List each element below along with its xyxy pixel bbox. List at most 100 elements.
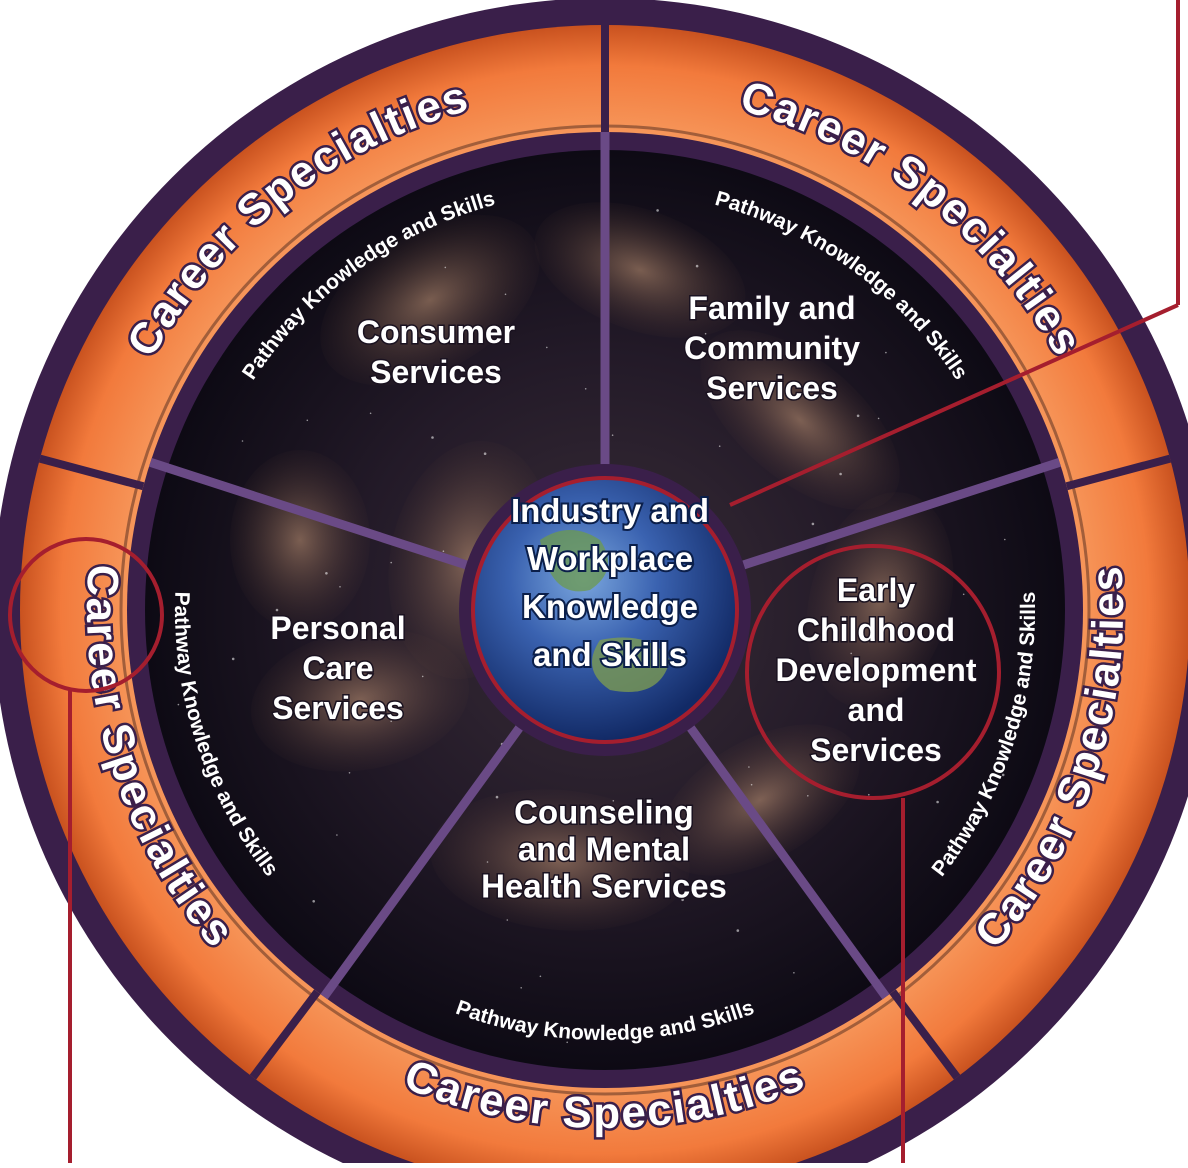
star-dot	[306, 419, 309, 422]
center-label-line: Industry and	[511, 492, 709, 529]
callout-lines	[8, 0, 1180, 1163]
segment-counseling-line: Counseling	[514, 794, 694, 831]
star-dot	[748, 766, 750, 768]
star-dot	[504, 293, 507, 296]
callout-circle-career-specialties	[8, 537, 164, 693]
star-dot	[177, 703, 180, 706]
star-dot	[483, 452, 487, 456]
star-dot	[546, 346, 548, 349]
star-dot	[611, 434, 614, 437]
globe-icon	[473, 478, 737, 742]
segment-counseling-line: and Mental	[518, 831, 690, 868]
star-dot	[811, 522, 815, 526]
hand-shape-8	[230, 450, 370, 630]
hand-shape-2	[700, 330, 900, 510]
star-dot	[736, 929, 740, 932]
callout-circle-early-childhood	[745, 544, 1001, 800]
hand-shape-7	[806, 492, 954, 708]
hand-shape-4	[250, 628, 470, 772]
center-label-line: Knowledge	[522, 588, 698, 625]
star-dot	[506, 919, 509, 921]
star-dot	[444, 266, 447, 269]
star-dot	[900, 622, 903, 624]
star-dot	[390, 561, 393, 564]
star-dot	[369, 412, 372, 415]
segment-early-line: Services	[810, 732, 942, 768]
star-dot	[868, 793, 870, 796]
spoke-3	[320, 714, 532, 1000]
star-dot	[936, 800, 939, 804]
star-dot	[566, 1041, 568, 1044]
callout-line-center	[729, 303, 1179, 507]
spoke-1	[729, 458, 1061, 574]
star-dot	[1004, 538, 1006, 541]
star-dot	[275, 608, 279, 612]
star-dot	[962, 593, 965, 596]
band-divider-1	[1065, 454, 1172, 491]
star-dot	[704, 332, 707, 335]
star-dot	[390, 720, 393, 723]
star-dot	[421, 675, 424, 678]
star-dot	[718, 390, 720, 392]
star-dot	[231, 657, 235, 661]
spoke-4	[149, 458, 481, 574]
star-dot	[785, 657, 788, 660]
star-dot	[612, 800, 615, 802]
hand-shape-0	[320, 214, 540, 386]
star-dot	[339, 586, 341, 588]
segment-family-line: Community	[684, 330, 860, 366]
segment-personal-line: Services	[272, 690, 404, 726]
star-dot	[681, 898, 684, 902]
star-dot	[312, 900, 316, 903]
star-dot	[850, 652, 852, 655]
star-dot	[241, 440, 244, 442]
star-dot	[584, 388, 587, 390]
band-divider-4	[38, 454, 145, 491]
segment-consumer-line: Services	[370, 354, 502, 390]
segment-early-line: Childhood	[797, 612, 955, 648]
segment-personal-line: Personal	[270, 610, 405, 646]
segment-consumer-line: Consumer	[357, 314, 515, 350]
star-dot	[656, 209, 659, 212]
hand-shape-5	[430, 789, 690, 931]
segment-dividers	[38, 25, 1172, 1080]
star-dot	[695, 264, 699, 268]
star-dot	[807, 795, 809, 797]
center-label-line: and Skills	[533, 636, 687, 673]
star-dot	[336, 834, 338, 836]
globe-land	[540, 530, 608, 592]
star-dot	[442, 550, 445, 552]
star-dot	[793, 972, 795, 974]
hand-shape-1	[534, 202, 746, 338]
star-dot	[750, 783, 753, 786]
star-dot	[877, 417, 880, 420]
segment-early-line: and	[848, 692, 905, 728]
star-dot	[431, 436, 434, 439]
star-dot	[839, 472, 842, 476]
star-dot	[879, 281, 881, 283]
segment-counseling-line: Health Services	[481, 868, 727, 905]
star-dot	[375, 250, 378, 253]
globe-land	[592, 637, 670, 692]
segment-family-line: Family and	[688, 290, 855, 326]
star-dot	[495, 795, 499, 799]
star-dot	[856, 414, 860, 418]
hub-callout-ring	[471, 476, 739, 744]
star-dot	[539, 975, 542, 978]
segment-early-line: Early	[837, 572, 915, 608]
segment-family-line: Services	[706, 370, 838, 406]
star-dot	[1001, 773, 1005, 777]
star-dot	[718, 445, 721, 448]
star-dot	[636, 859, 640, 863]
star-dot	[325, 572, 328, 575]
segment-personal-line: Care	[302, 650, 373, 686]
center-label-line: Workplace	[527, 540, 693, 577]
